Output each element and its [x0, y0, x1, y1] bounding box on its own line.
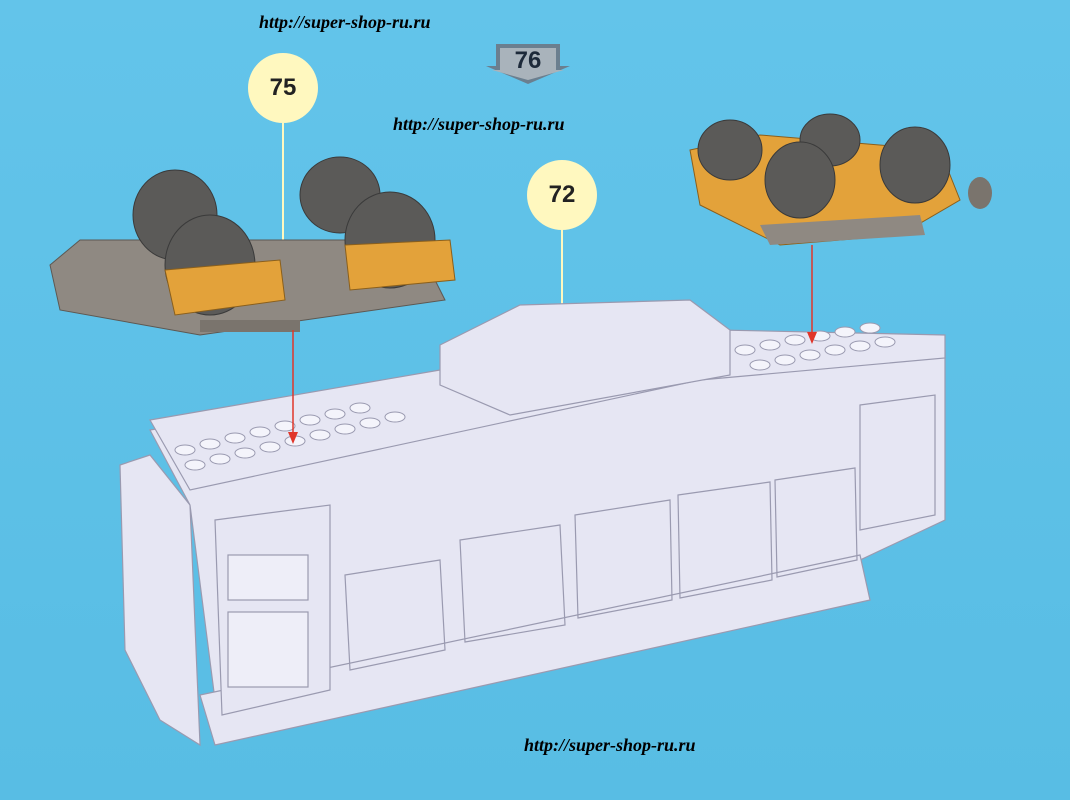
stud-grid-left	[174, 402, 406, 471]
train-body	[119, 299, 946, 747]
watermark-url-middle: http://super-shop-ru.ru	[393, 114, 565, 134]
step-number: 76	[514, 47, 542, 74]
watermark-url-bottom: http://super-shop-ru.ru	[524, 735, 696, 755]
right-bogie	[689, 113, 992, 246]
callout-part-75: 75	[248, 53, 318, 123]
step-arrow-icon	[486, 44, 570, 84]
step-number-badge: 76	[486, 44, 570, 84]
side-doors	[344, 467, 858, 671]
left-bogie	[49, 156, 456, 336]
watermark-url-top: http://super-shop-ru.ru	[259, 12, 431, 32]
callout-part-72: 72	[527, 160, 597, 230]
